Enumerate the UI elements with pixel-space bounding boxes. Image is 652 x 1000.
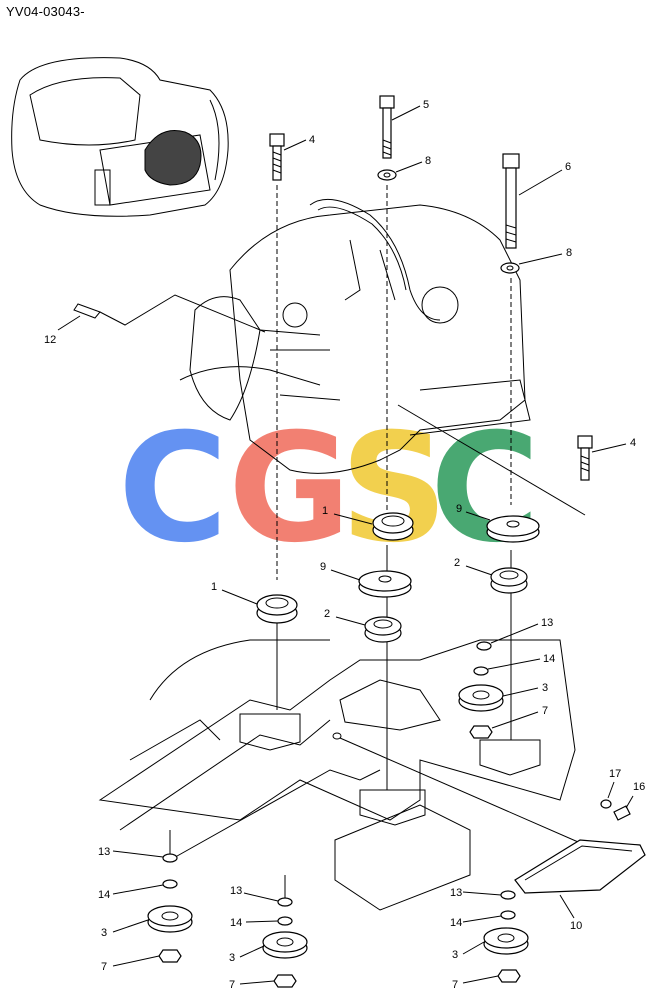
watermark-letter-g: G	[228, 402, 351, 576]
callout-12: 12	[44, 334, 56, 346]
washer-8-right: 8	[500, 247, 572, 274]
washer-8-top: 8	[377, 155, 431, 181]
callout-8-right: 8	[566, 247, 572, 259]
callout-7-right-lower: 7	[452, 979, 458, 991]
callout-2-right: 2	[454, 557, 460, 569]
callout-14-right-upper: 14	[543, 653, 555, 665]
watermark-letter-s: S	[340, 402, 448, 576]
callout-3-right-upper: 3	[542, 682, 548, 694]
callout-14-left: 14	[98, 889, 110, 901]
mount-9-right: 9	[456, 503, 540, 543]
callout-14-right-lower: 14	[450, 917, 462, 929]
callout-4-top: 4	[309, 134, 315, 146]
stack-right-lower: 13 14 3 7	[450, 887, 529, 991]
watermark-letter-c1: C	[118, 402, 228, 576]
callout-3-center: 3	[229, 952, 235, 964]
bolt-4-right: 4	[577, 435, 636, 481]
callout-7-right-upper: 7	[542, 705, 548, 717]
stack-center-lower: 13 14 3 7	[229, 875, 308, 991]
machine-thumbnail	[11, 57, 229, 217]
callout-9-center: 9	[320, 561, 326, 573]
watermark-letter-c2: C	[430, 402, 540, 576]
machine-frame	[98, 639, 586, 911]
callout-16: 16	[633, 781, 645, 793]
engine-highlight-icon	[144, 130, 202, 186]
bolt-5: 5	[379, 95, 429, 159]
callout-13-right-upper: 13	[541, 617, 553, 629]
mount-1-left: 1	[211, 581, 298, 624]
callout-13-left: 13	[98, 846, 110, 858]
callout-17: 17	[609, 768, 621, 780]
callout-4-right: 4	[630, 437, 636, 449]
cover-plate-10: 10	[514, 839, 646, 932]
callout-3-left: 3	[101, 927, 107, 939]
callout-1-left: 1	[211, 581, 217, 593]
washer-17: 17	[600, 768, 621, 809]
mount-2-right: 2	[454, 557, 528, 594]
engine-block	[179, 198, 531, 474]
callout-13-right-lower: 13	[450, 887, 462, 899]
bolt-4-left: 4	[269, 133, 315, 181]
mount-2-center: 2	[324, 608, 402, 643]
stack-left-lower: 13 14 3 7	[98, 830, 193, 973]
callout-5: 5	[423, 99, 429, 111]
callout-14-center: 14	[230, 917, 242, 929]
stack-right-upper: 13 14 3 7	[458, 617, 555, 739]
callout-9-right: 9	[456, 503, 462, 515]
bolt-16: 16	[613, 781, 645, 821]
callout-10: 10	[570, 920, 582, 932]
mount-9-center: 9	[320, 561, 412, 598]
diagram-code: YV04-03043-	[6, 4, 85, 19]
callout-1-center: 1	[322, 505, 328, 517]
watermark: C G S C	[118, 402, 540, 576]
callout-3-right-lower: 3	[452, 949, 458, 961]
callout-13-center: 13	[230, 885, 242, 897]
callout-6: 6	[565, 161, 571, 173]
mount-1-center: 1	[322, 505, 414, 541]
bolt-6: 6	[502, 153, 571, 249]
callout-7-left: 7	[101, 961, 107, 973]
callout-7-center: 7	[229, 979, 235, 991]
callout-8-top: 8	[425, 155, 431, 167]
callout-2-center: 2	[324, 608, 330, 620]
sensor-12: 12	[44, 294, 266, 346]
